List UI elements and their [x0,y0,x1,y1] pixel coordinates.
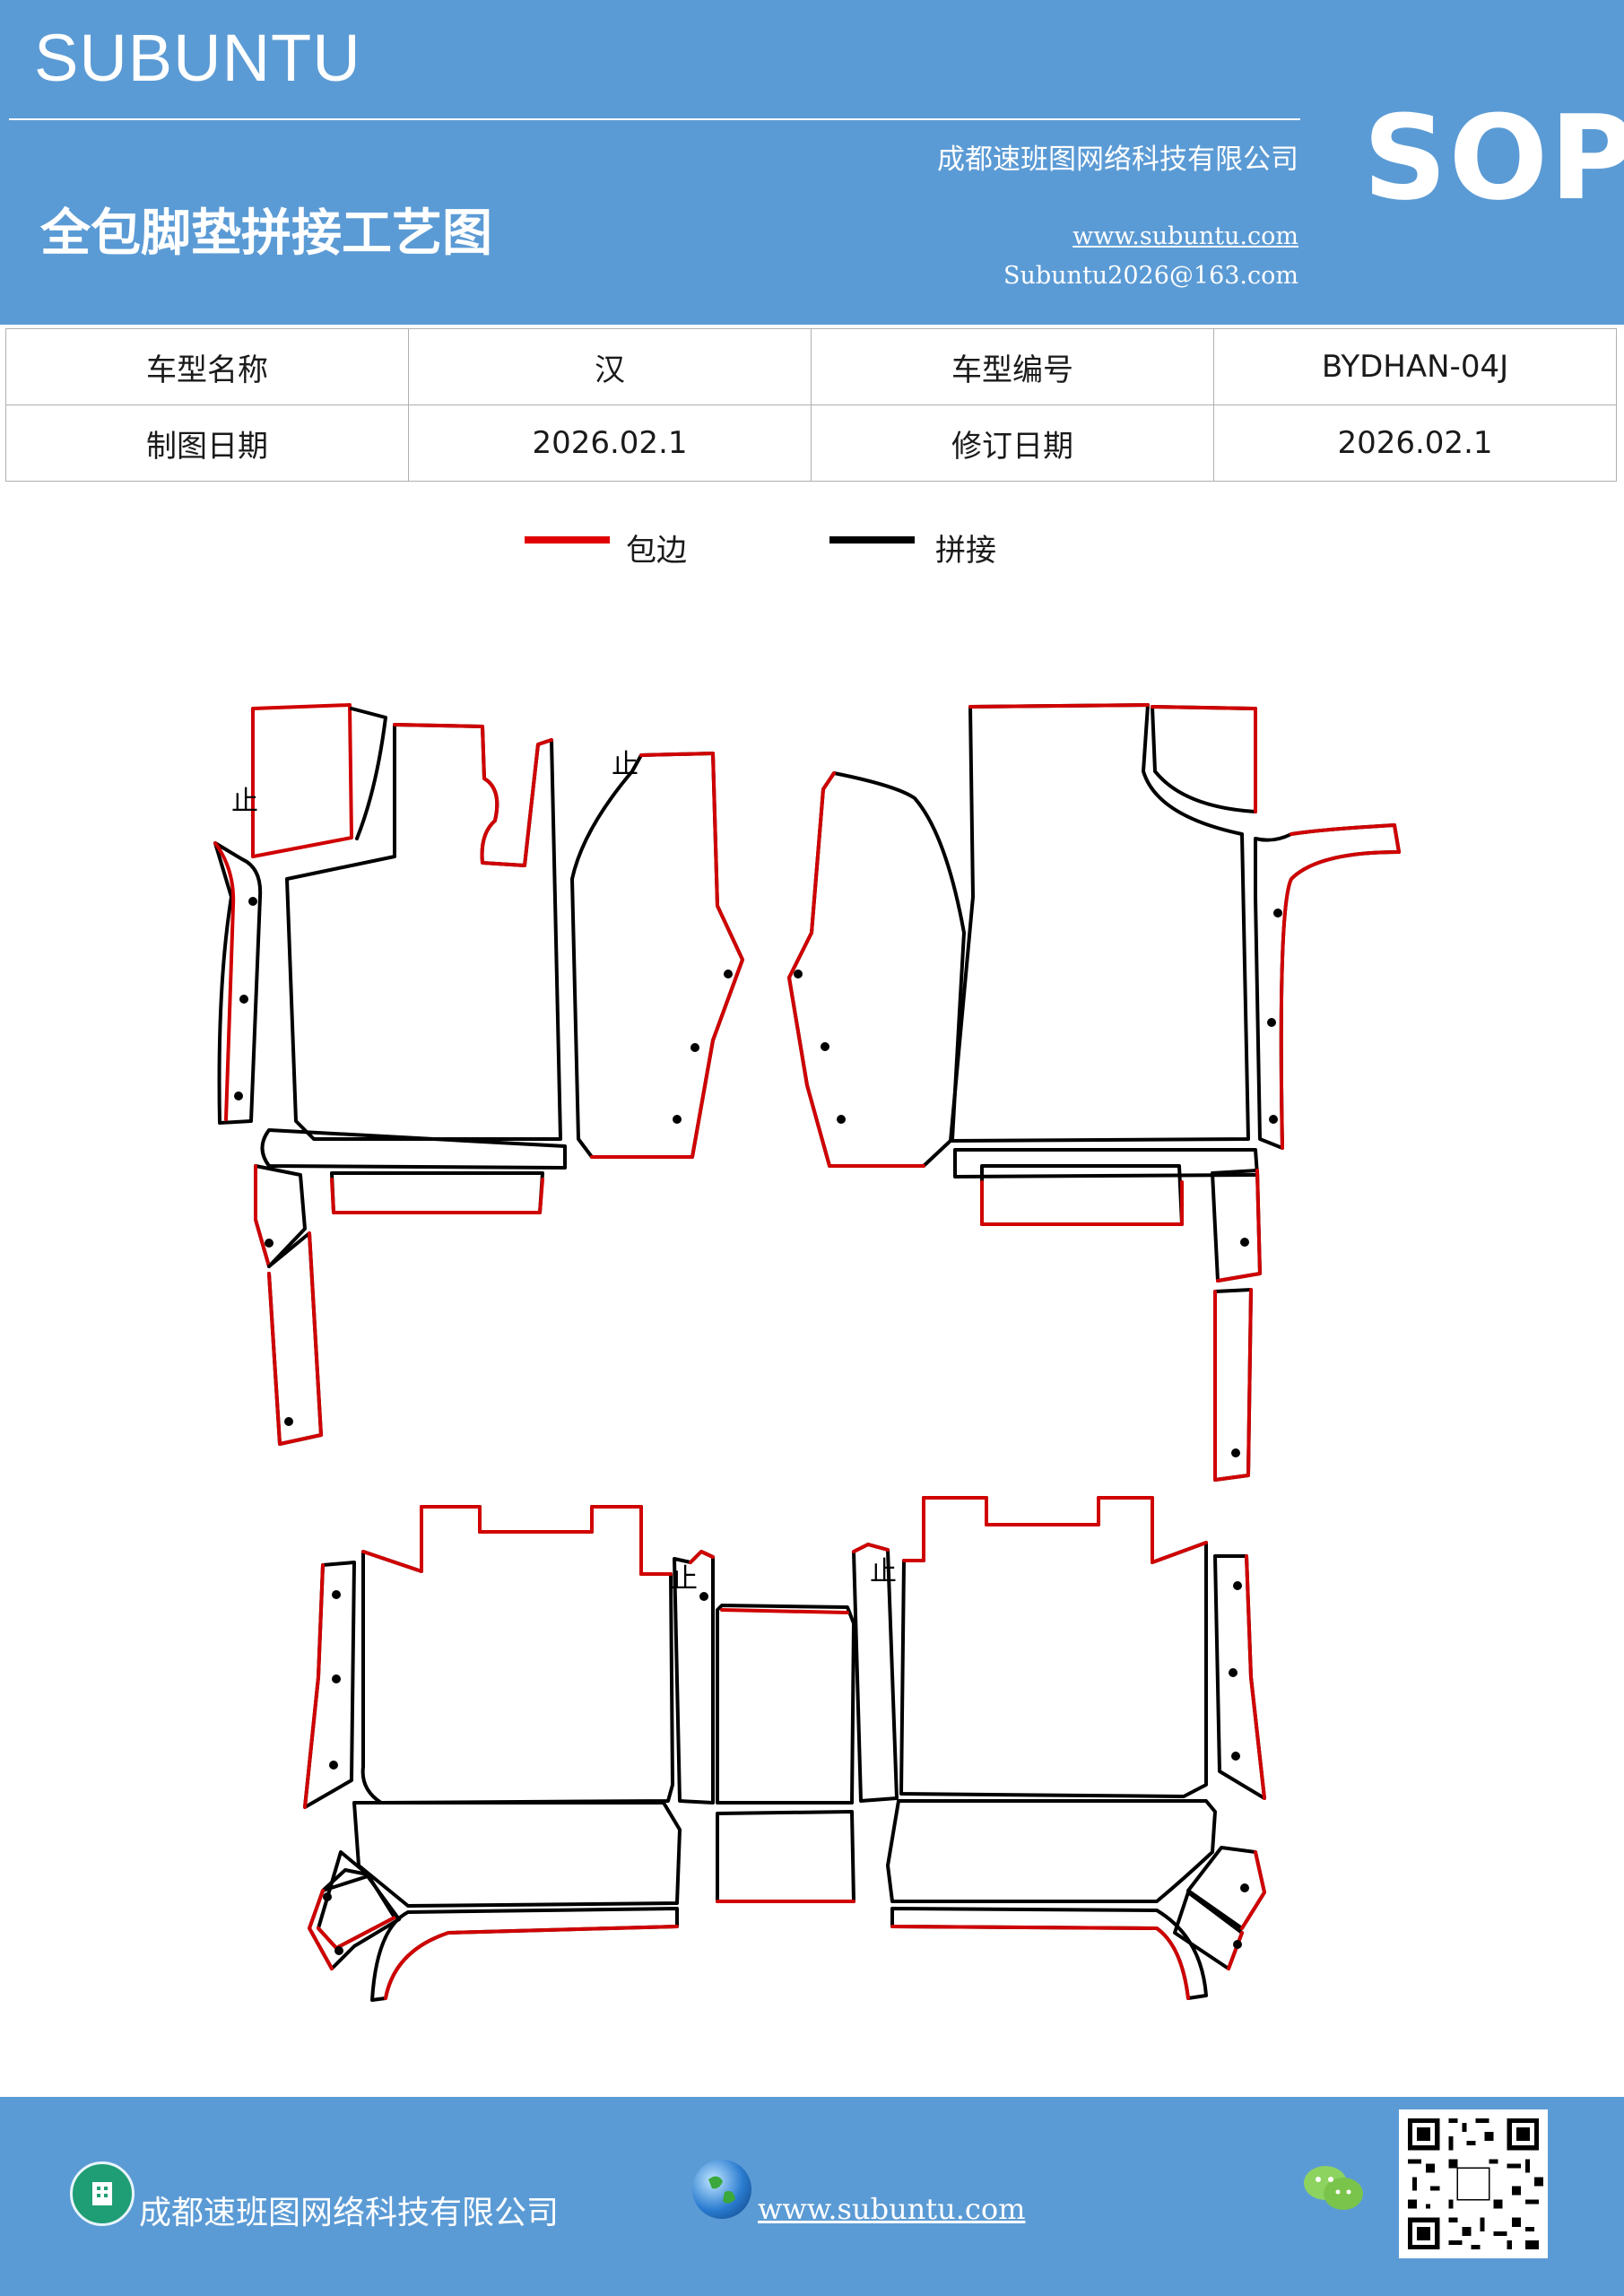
globe-icon [692,2160,751,2219]
model-code-value: BYDHAN-04J [1213,328,1617,405]
building-icon [70,2161,135,2226]
stop-mark: 止 [612,749,638,780]
table-row: 车型名称 汉 车型编号 BYDHAN-04J [5,328,1617,405]
legend-seam-label: 拼接 [935,533,996,569]
model-code-label: 车型编号 [811,328,1214,405]
model-name-label: 车型名称 [5,328,409,405]
table-row: 制图日期 2026.02.1 修订日期 2026.02.1 [5,404,1617,482]
stop-mark: 止 [231,786,258,817]
front-left-mat: 止 止 [213,703,744,1446]
legend-edge-swatch [525,536,610,544]
footer-company: 成都速班图网络科技有限公司 [139,2195,560,2231]
sop-badge: SOP [1363,90,1624,226]
pin-dots [234,897,733,1426]
website-link[interactable]: www.subuntu.com [1073,222,1298,250]
rear-left-mat: 止 [303,1505,855,2002]
email-address: Subuntu2026@163.com [1003,262,1298,290]
floor-mat-diagram: 止 止 [213,703,1401,2002]
model-name-value: 汉 [408,328,812,405]
stop-mark: 止 [671,1563,698,1595]
revise-date-label: 修订日期 [811,404,1214,482]
revise-date-value: 2026.02.1 [1213,404,1617,482]
legend-seam-swatch [829,536,915,544]
company-name: 成都速班图网络科技有限公司 [937,144,1298,176]
front-right-mat [787,703,1401,1482]
draw-date-label: 制图日期 [5,404,409,482]
rear-right-mat: 止 [852,1496,1266,2000]
header-divider [9,118,1300,120]
legend-edge-label: 包边 [626,533,687,569]
vehicle-info-table: 车型名称 汉 车型编号 BYDHAN-04J 制图日期 2026.02.1 修订… [5,328,1617,482]
header-banner [0,0,1624,325]
pin-dots [794,909,1282,1457]
footer-website-link[interactable]: www.subuntu.com [758,2192,1026,2226]
stop-mark: 止 [870,1556,897,1587]
document-title: 全包脚垫拼接工艺图 [40,204,492,263]
draw-date-value: 2026.02.1 [408,404,812,482]
qr-code[interactable] [1399,2109,1548,2258]
pin-dots [1229,1581,1249,1949]
brand-name: SUBUNTU [34,21,361,95]
wechat-icon[interactable] [1302,2161,1365,2215]
pin-dots [323,1590,708,1955]
